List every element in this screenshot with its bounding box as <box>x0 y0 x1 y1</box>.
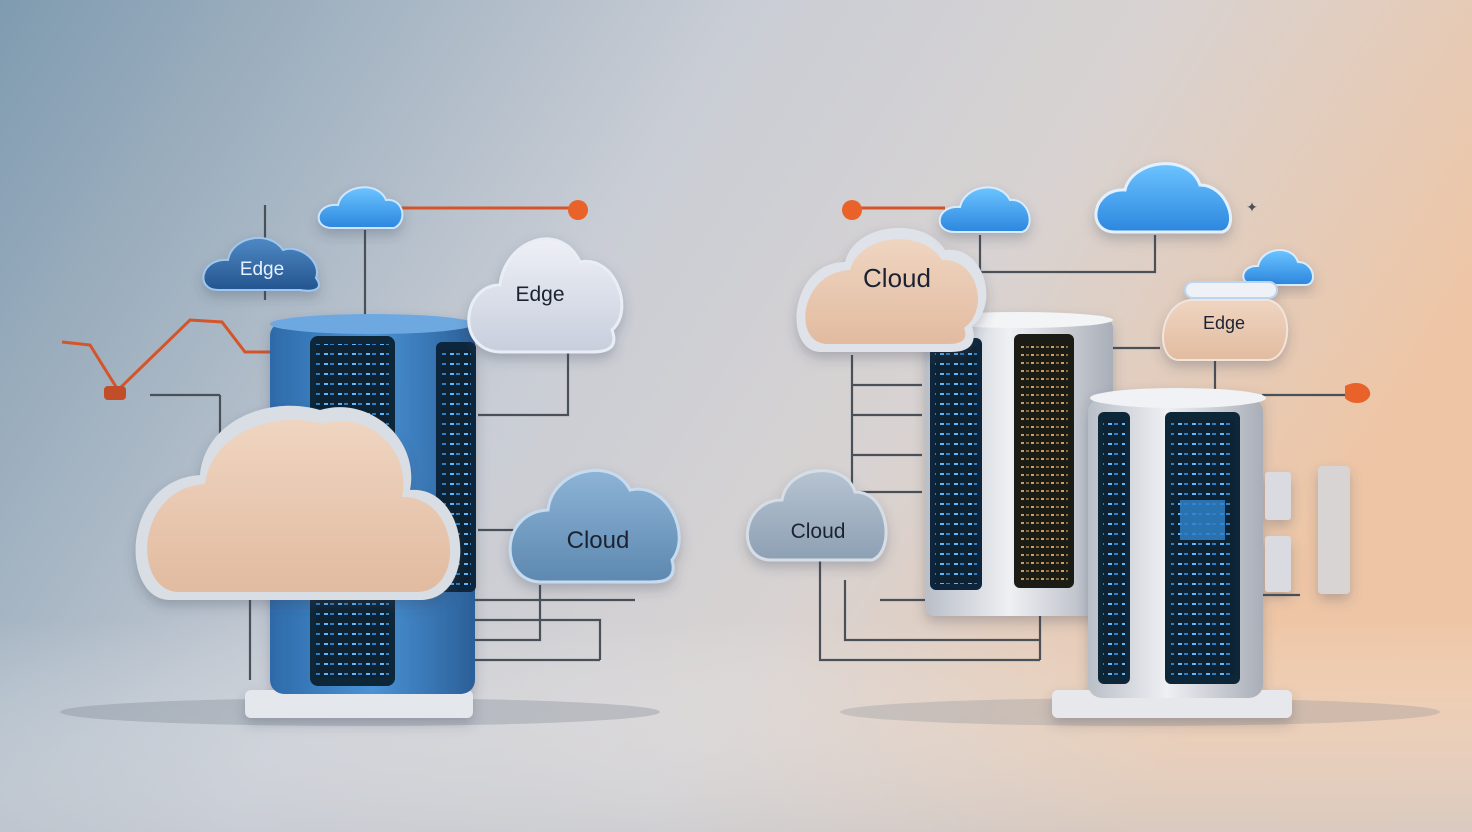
server-tower-right-front <box>1052 388 1350 718</box>
cloud-edge-large-left: Edge <box>467 237 624 354</box>
orange-node-right-top <box>842 200 862 220</box>
arm-clip <box>104 386 126 400</box>
cloud-peach-large-left <box>135 405 461 600</box>
orange-connector-arm <box>61 206 575 393</box>
orange-node-left <box>568 200 588 220</box>
cloud-blue-medium-right <box>1094 162 1232 234</box>
cloud-blue-small-right-2 <box>1242 249 1314 286</box>
cloud-blue-small-right-1 <box>938 186 1031 233</box>
cloud-steel-left: Cloud <box>508 468 681 584</box>
cloud-edge-small-left: Edge <box>202 236 320 292</box>
sparkle-icon: ✦ <box>1246 200 1258 216</box>
cloud-blue-small-left <box>317 186 404 229</box>
cloud-label-large-right: Cloud <box>863 263 931 293</box>
cloud-peach-large-right: Cloud <box>796 227 987 352</box>
cloud-label-left: Cloud <box>567 527 630 554</box>
cloud-grey-right: Cloud <box>745 469 888 562</box>
server-tower-right-back <box>925 312 1113 616</box>
orange-node-right-side <box>1345 383 1371 404</box>
cloud-edge-right: Edge <box>1162 281 1289 361</box>
edge-label-large-left: Edge <box>515 283 564 306</box>
edge-label-small-left: Edge <box>240 259 284 280</box>
edge-label-right: Edge <box>1203 313 1245 333</box>
cloud-label-small-right: Cloud <box>791 520 846 543</box>
